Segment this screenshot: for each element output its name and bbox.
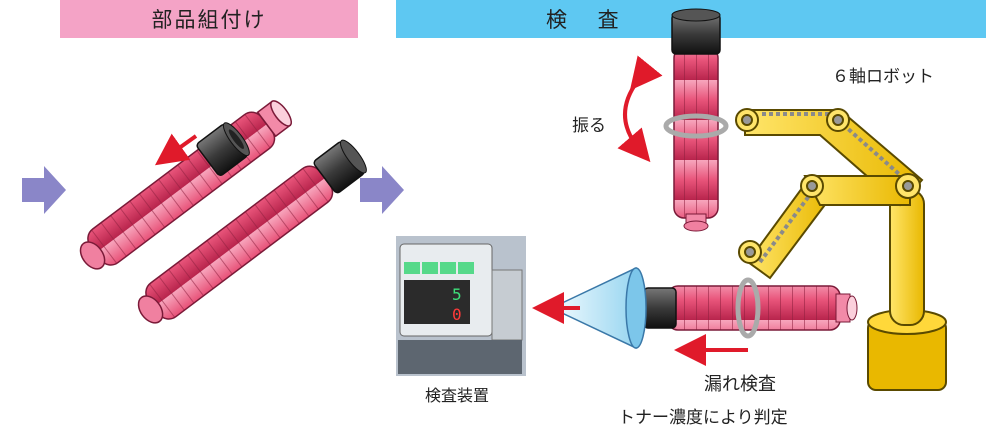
robot-label: ６軸ロボット bbox=[832, 67, 934, 87]
inspection-device-photo: 5 0 bbox=[396, 236, 526, 376]
bottle-cap-icon bbox=[196, 122, 250, 176]
flow-arrow-left bbox=[22, 166, 66, 214]
inspection-section-title: 検 査 bbox=[546, 8, 631, 32]
shake-label: 振る bbox=[572, 116, 606, 136]
robot-arm bbox=[735, 108, 947, 391]
assembly-section-title: 部品組付け bbox=[151, 8, 267, 32]
shake-arrow-icon bbox=[617, 55, 663, 163]
bottle-capped bbox=[137, 139, 367, 324]
bottle-shaking bbox=[663, 8, 729, 232]
flow-arrow-middle bbox=[360, 166, 404, 214]
device-label: 検査装置 bbox=[425, 386, 490, 405]
toner-judgement-label: トナー濃度により判定 bbox=[618, 408, 788, 428]
device-digit-top: 5 bbox=[452, 285, 462, 304]
bottle-under-test bbox=[643, 277, 858, 339]
assembly-section-banner: 部品組付け bbox=[60, 0, 358, 38]
device-digit-bottom: 0 bbox=[452, 305, 462, 324]
leak-test-label: 漏れ検査 bbox=[704, 374, 776, 395]
cap-insert-arrow bbox=[154, 133, 198, 166]
